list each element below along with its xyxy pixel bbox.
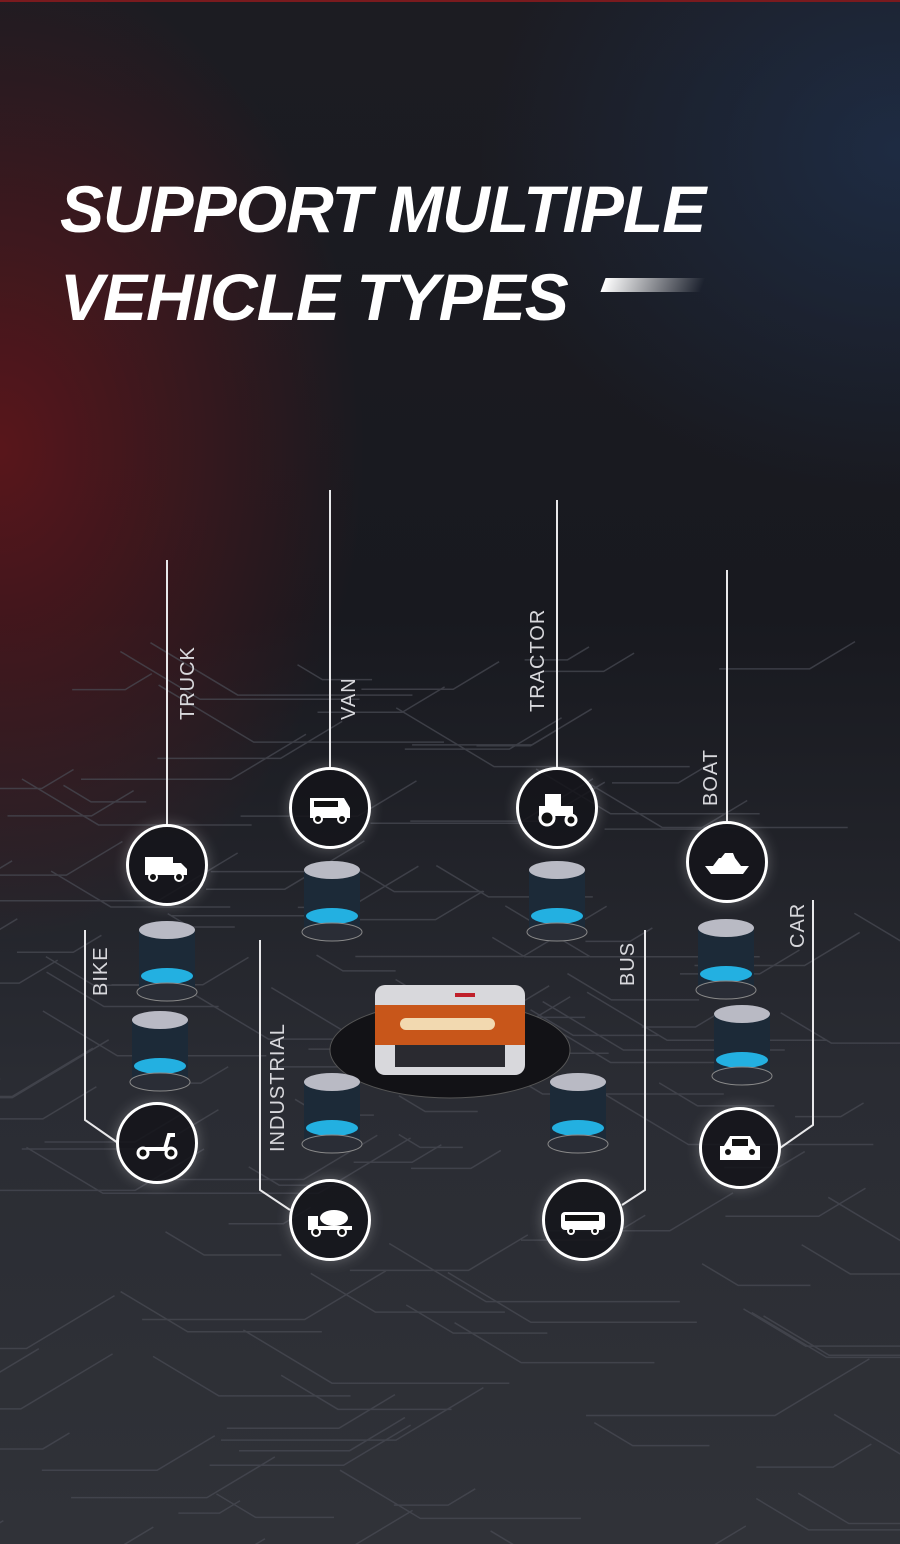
connector-lines [84,490,814,1211]
top-border [0,0,900,2]
glow-pillar [547,1073,609,1154]
van-icon [310,798,350,824]
label-van: VAN [338,677,360,720]
glow-pillar [301,1073,363,1154]
label-industrial: INDUSTRIAL [267,1023,289,1152]
truck-icon [145,857,187,882]
glow-pillar [526,861,588,942]
mixer-truck-icon [308,1210,352,1237]
glow-pillar [136,921,198,1002]
center-device [375,985,525,1075]
bus-icon [561,1212,605,1235]
car-icon [720,1136,760,1160]
bike-badge [116,1102,198,1184]
boat-badge [686,821,768,903]
tractor-icon [538,794,578,827]
bus-badge [542,1179,624,1261]
label-tractor: TRACTOR [527,608,549,712]
headline-line-1: SUPPORT MULTIPLE [60,172,706,246]
glow-pillar [711,1005,773,1086]
car-badge [699,1107,781,1189]
label-bus: BUS [617,941,639,986]
label-car: CAR [787,902,809,948]
scooter-icon [136,1133,178,1160]
headline-line-2: VEHICLE TYPES [60,260,569,334]
label-boat: BOAT [700,749,722,806]
boat-icon [705,853,749,874]
van-badge [289,767,371,849]
glow-pillar [301,861,363,942]
glow-pillar [695,919,757,1000]
tractor-badge [516,767,598,849]
label-truck: TRUCK [177,646,199,720]
industrial-badge [289,1179,371,1261]
glow-pillar [129,1011,191,1092]
truck-badge [126,824,208,906]
label-bike: BIKE [90,946,112,996]
title-accent-dash [600,278,706,292]
